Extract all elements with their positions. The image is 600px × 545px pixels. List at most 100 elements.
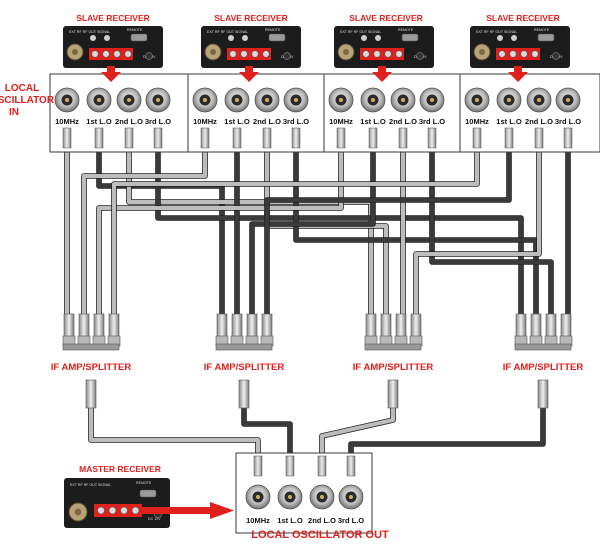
bnc-plug-icon (537, 379, 549, 409)
n-connector-pin-icon (74, 508, 82, 516)
bnc-plug-icon (238, 379, 250, 409)
bnc-plug-icon (395, 313, 407, 339)
lo-in-label-line1: LOCAL (5, 83, 39, 94)
arrow-down-icon (101, 72, 121, 82)
coax-cable (112, 146, 479, 316)
jack-icon (375, 35, 381, 41)
port-label: 10MHz (329, 117, 353, 126)
receiver-panel-text: DC 12V (148, 517, 161, 521)
if-amp-splitter-1: IF AMP/SPLITTER (51, 313, 132, 409)
bnc-plug-icon (398, 127, 408, 149)
coax-cable (265, 146, 511, 316)
coax-cable (320, 406, 395, 458)
n-connector-pin-icon (343, 49, 349, 55)
patch-panel-frame (49, 73, 191, 153)
splitter-body (364, 343, 422, 351)
bnc-pin-icon (265, 98, 269, 102)
lo-in-label-line2: OSCILLATOR (0, 95, 55, 106)
slave-receiver-title-4: SLAVE RECEIVER (486, 13, 560, 23)
receiver-panel-text: REMOTE (398, 28, 414, 32)
coax-cable (82, 146, 207, 316)
bnc-plug-icon (262, 127, 272, 149)
port-label: 1st L.O (224, 117, 250, 126)
coax-cable-outline (429, 145, 554, 317)
splitter-body (62, 343, 120, 351)
n-connector-pin-icon (210, 49, 216, 55)
coax-cable (265, 146, 388, 316)
lo-highlight-strip (496, 48, 540, 60)
port-label: 2nd L.O (115, 117, 143, 126)
bnc-plug-icon (200, 127, 210, 149)
lo-bnc-jack-icon (97, 506, 105, 515)
coax-cable (414, 146, 541, 316)
bnc-plug-icon (246, 313, 258, 339)
bnc-pin-icon (371, 98, 375, 102)
bnc-plug-icon (261, 313, 273, 339)
remote-port-icon (130, 33, 148, 42)
coax-cable-outline (249, 145, 376, 317)
bnc-plug-icon (253, 455, 263, 477)
port-label: 1st L.O (86, 117, 112, 126)
lo-highlight-strip (89, 48, 133, 60)
lo-bnc-jack-icon (113, 50, 121, 58)
coax-cable-outline (81, 145, 208, 317)
coax-cable (242, 406, 292, 458)
bnc-plug-icon (427, 127, 437, 149)
bnc-pin-icon (537, 98, 541, 102)
lo-bnc-jack-icon (108, 506, 117, 515)
n-connector-pin-icon (479, 49, 485, 55)
dc-jack-icon (283, 52, 291, 60)
slave-receiver-title-1: SLAVE RECEIVER (76, 13, 150, 23)
bnc-pin-icon (288, 495, 292, 499)
if-amp-splitter-3: IF AMP/SPLITTER (353, 313, 433, 409)
lo-bnc-jack-icon (91, 50, 99, 58)
arrow-down-icon (508, 72, 528, 82)
port-label: 3rd L.O (419, 117, 445, 126)
coax-cable-outline (348, 405, 546, 459)
splitter-body (514, 343, 572, 351)
bnc-plug-icon (530, 313, 542, 339)
splitter-label: IF AMP/SPLITTER (51, 362, 132, 373)
bnc-plug-icon (93, 313, 105, 339)
lo-highlight-strip (227, 48, 271, 60)
bnc-plug-icon (231, 313, 243, 339)
lo-bnc-jack-icon (509, 50, 517, 58)
remote-port-icon (139, 489, 157, 498)
port-label: 3rd L.O (338, 516, 364, 525)
coax-cable (89, 406, 260, 458)
bnc-pin-icon (320, 495, 324, 499)
patch-panel-frame (323, 73, 465, 153)
lo-bnc-jack-icon (384, 50, 392, 58)
lo-bnc-jack-icon (362, 50, 370, 58)
lo-bnc-jack-icon (262, 50, 270, 58)
receiver-panel-text: EXT RF RF OUT SIGNAL (69, 30, 110, 34)
patch-panel-frame (187, 73, 329, 153)
arrow-down-icon (245, 66, 253, 72)
if-amp-splitter-2: IF AMP/SPLITTER (204, 313, 284, 409)
bnc-pin-icon (97, 98, 101, 102)
jack-icon (90, 35, 96, 41)
bnc-pin-icon (349, 495, 353, 499)
arrow-down-icon (107, 66, 115, 72)
lo-out-label: LOCAL OSCILLATOR OUT (251, 529, 389, 541)
lo-bnc-jack-icon (520, 50, 528, 58)
port-label: 2nd L.O (253, 117, 281, 126)
port-label: 2nd L.O (308, 516, 336, 525)
bnc-plug-icon (534, 127, 544, 149)
arrow-down-icon (514, 66, 522, 72)
coax-cable (250, 146, 375, 316)
bnc-pin-icon (294, 98, 298, 102)
bnc-pin-icon (156, 98, 160, 102)
bnc-plug-icon (85, 379, 97, 409)
jack-icon (361, 35, 367, 41)
bnc-pin-icon (235, 98, 239, 102)
receiver-panel-text: EXT RF RF OUT SIGNAL (340, 30, 381, 34)
bnc-plug-icon (563, 127, 573, 149)
coax-cable (97, 146, 343, 316)
remote-port-icon (401, 33, 419, 42)
lo-bnc-jack-icon (373, 50, 381, 58)
